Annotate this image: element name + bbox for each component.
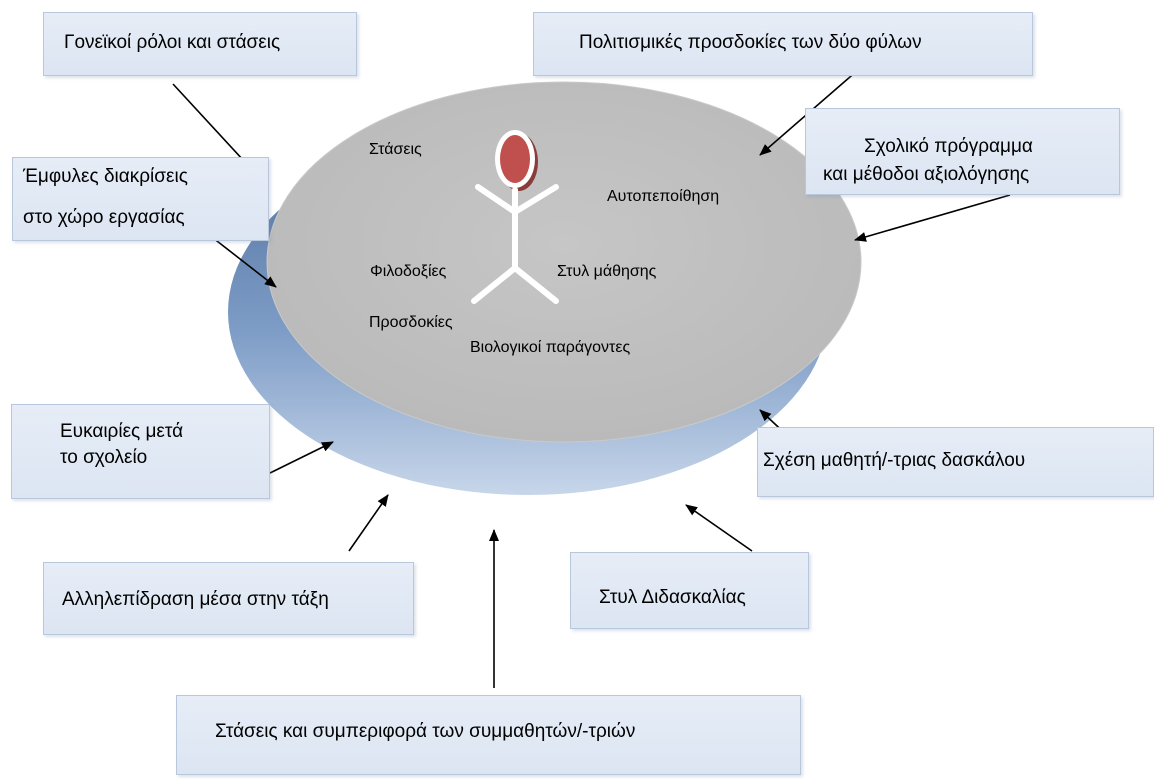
inner-label-attitudes: Στάσεις (369, 141, 422, 158)
factor-box-workplace-discrimination: Έμφυλες διακρίσεις στο χώρο εργασίας (12, 157, 269, 241)
inner-label-learning-style: Στυλ μάθησης (557, 263, 657, 280)
factor-box-peer-attitudes: Στάσεις και συμπεριφορά των συμμαθητών/-… (176, 695, 801, 775)
inner-label-expectations: Προσδοκίες (369, 314, 453, 331)
factor-label: Σχέση μαθητή/-τριας δασκάλου (763, 450, 1026, 471)
figure-head-face (500, 135, 530, 183)
factor-box-classroom-interaction: Αλληλεπίδραση μέσα στην τάξη (43, 562, 414, 635)
factor-label-line1: Ευκαιρίες μετά (60, 421, 184, 442)
arrow-curriculum (854, 194, 1011, 242)
inner-label-self-confidence: Αυτοπεποίθηση (607, 188, 720, 205)
factor-label: Στάσεις και συμπεριφορά των συμμαθητών/-… (215, 721, 636, 742)
factor-label: Αλληλεπίδραση μέσα στην τάξη (62, 589, 329, 610)
arrow-classroom-interaction (348, 494, 389, 552)
factor-label-line2: στο χώρο εργασίας (23, 207, 185, 228)
factor-label: Στυλ Διδασκαλίας (599, 587, 746, 608)
factor-box-cultural-expectations: Πολιτισμικές προσδοκίες των δύο φύλων (533, 12, 1033, 76)
factor-label: Γονεϊκοί ρόλοι και στάσεις (64, 32, 281, 53)
figure-right-leg (512, 265, 559, 304)
disc-top (266, 81, 862, 443)
factor-box-teaching-style: Στυλ Διδασκαλίας (570, 552, 809, 629)
arrow-post-school (269, 441, 334, 474)
factor-box-parental-roles: Γονεϊκοί ρόλοι και στάσεις (43, 12, 357, 76)
factor-label: Πολιτισμικές προσδοκίες των δύο φύλων (579, 32, 922, 53)
factor-box-student-teacher: Σχέση μαθητή/-τριας δασκάλου (757, 427, 1154, 497)
inner-label-ambitions: Φιλοδοξίες (370, 263, 447, 280)
factor-box-post-school: Ευκαιρίες μετά το σχολείο (11, 404, 270, 499)
inner-label-biological-factors: Βιολογικοί παράγοντες (470, 339, 631, 356)
factor-label-line1: Σχολικό πρόγραμμα (864, 136, 1033, 157)
figure-left-leg (471, 265, 518, 304)
factor-box-curriculum: Σχολικό πρόγραμμα και μέθοδοι αξιολόγηση… (805, 108, 1120, 195)
figure-right-arm (512, 184, 559, 215)
stick-figure (471, 130, 559, 304)
figure-left-arm (475, 184, 518, 215)
factor-label-line1: Έμφυλες διακρίσεις (23, 166, 188, 187)
arrow-teaching-style (685, 504, 753, 552)
factor-label-line2: το σχολείο (60, 447, 148, 468)
factor-label-line2: και μέθοδοι αξιολόγησης (823, 164, 1030, 185)
